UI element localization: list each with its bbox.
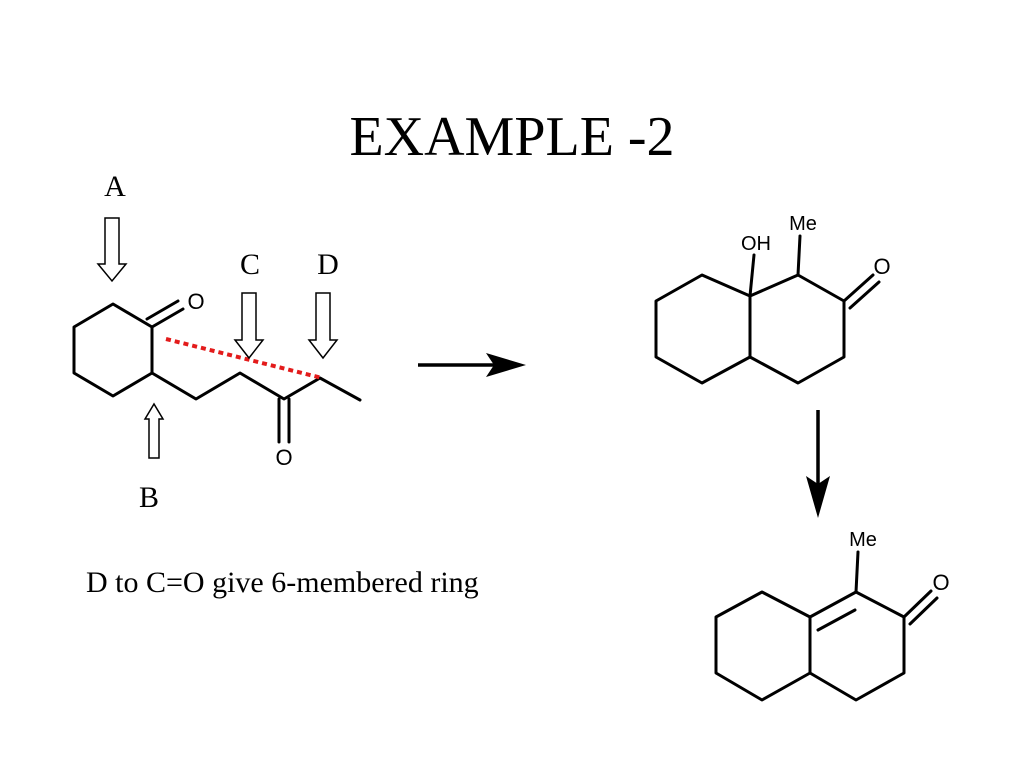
enone-product: Me O: [714, 529, 950, 702]
aldol-carbonyl-oxygen: O: [873, 254, 890, 279]
methyl-label: Me: [789, 213, 817, 235]
caption: D to C=O give 6-membered ring: [86, 566, 479, 599]
site-a-label: A: [104, 170, 126, 203]
ring-carbonyl-bond-2: [145, 299, 180, 321]
enone-right-ring: [808, 590, 906, 702]
ring-carbonyl-bond: [150, 307, 185, 329]
enone-left-ring: [714, 590, 812, 702]
site-b-arrow: [143, 402, 165, 459]
aldol-left-ring: [654, 273, 752, 385]
enone-carbonyl-bond: [902, 589, 933, 619]
enone-methyl-bond: [854, 550, 860, 594]
enone-methyl-label: Me: [849, 529, 877, 551]
aldol-carbonyl-bond: [842, 273, 875, 303]
site-c-arrow: [233, 292, 265, 360]
ring-carbonyl-oxygen: O: [187, 289, 204, 314]
site-d-arrow: [307, 292, 339, 360]
cyclohexanone-ring: [72, 302, 154, 398]
aldol-right-ring: [748, 273, 846, 385]
site-d-label: D: [317, 248, 339, 281]
aldol-carbonyl-bond-2: [848, 280, 881, 310]
site-b-label: B: [139, 481, 159, 514]
reaction-arrow-right: [418, 353, 526, 377]
slide-title: EXAMPLE -2: [349, 106, 674, 168]
aldol-product: OH Me O: [654, 213, 891, 385]
enone-carbonyl-bond-2: [908, 596, 939, 626]
hydroxyl-bond: [748, 253, 756, 298]
enone-carbonyl-oxygen: O: [932, 570, 949, 595]
methyl-bond: [796, 234, 802, 277]
site-c-label: C: [240, 248, 260, 281]
side-chain: [150, 371, 362, 402]
chain-carbonyl-oxygen: O: [275, 445, 292, 470]
enone-double-bond: [816, 608, 857, 632]
starting-material: O O: [72, 289, 362, 470]
reaction-arrow-down: [806, 410, 830, 518]
hydroxyl-label: OH: [741, 233, 771, 255]
site-a-arrow: [96, 217, 128, 283]
